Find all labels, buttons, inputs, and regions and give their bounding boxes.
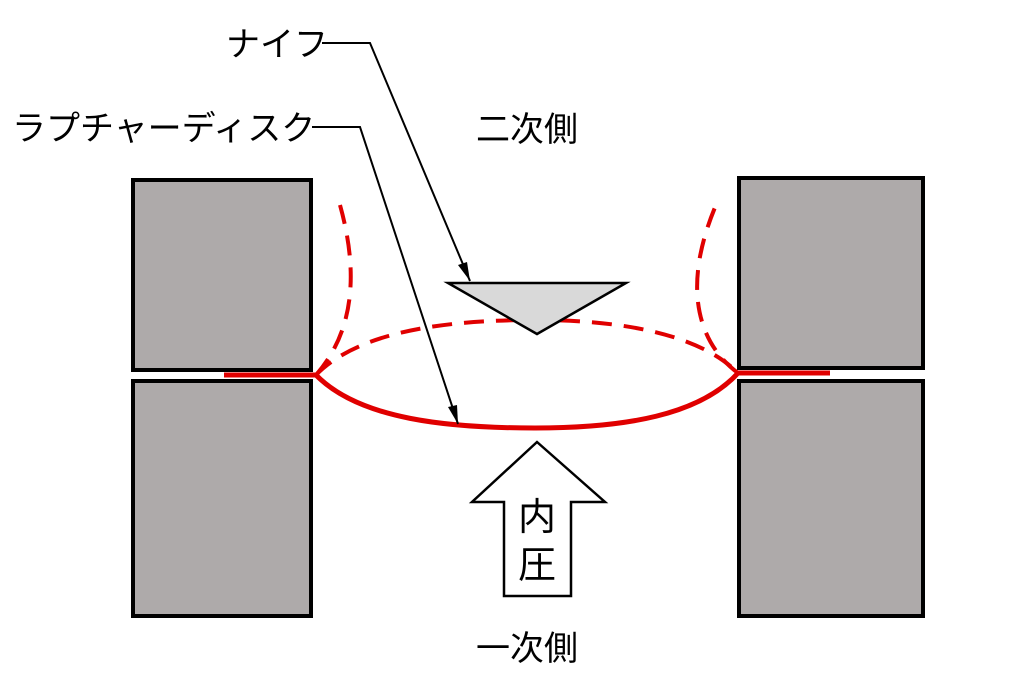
knife-leader-arrowhead [458,262,470,281]
flange-upper-right [737,176,925,370]
rupture-disk-bulged [314,371,740,431]
burst-petal-right [695,204,740,375]
secondary-side-label: 二次側 [476,110,578,150]
internal-pressure-label-1: 内 [518,495,556,539]
rupture-disk-label: ラプチャーディスク [12,109,315,149]
disk-leader-line [312,126,459,425]
internal-pressure-label-2: 圧 [518,543,556,587]
burst-petal-left [314,204,353,377]
knife-label: ナイフ [226,25,328,65]
knife-blade [443,281,631,336]
flange-lower-left [131,379,313,618]
internal-pressure-arrow [468,440,609,598]
knife-leader-line [322,42,471,282]
primary-side-label: 一次側 [476,629,578,669]
flange-upper-left [131,178,313,372]
disk-leader-arrowhead [448,405,458,424]
flange-lower-right [737,379,925,618]
